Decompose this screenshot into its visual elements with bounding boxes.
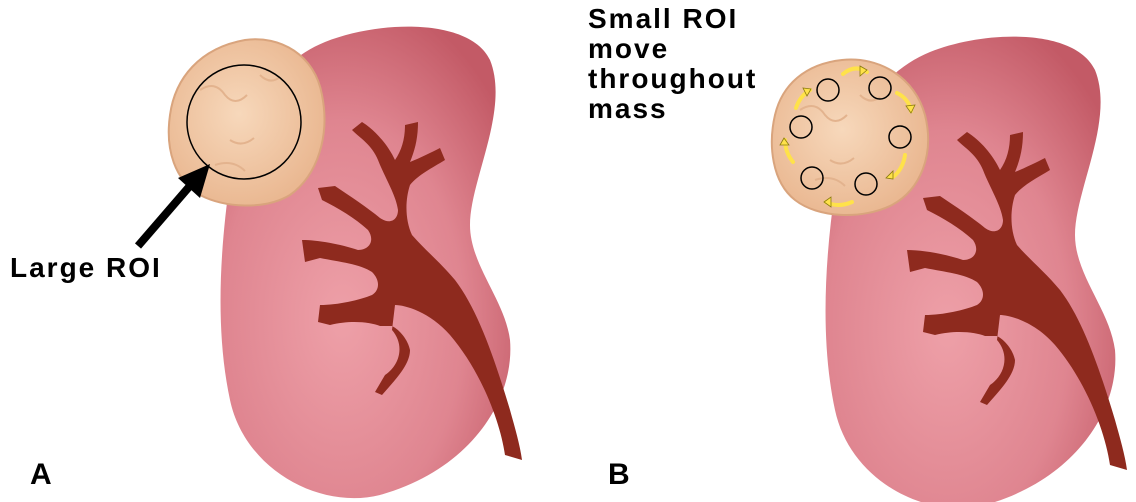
pointer-arrow [138, 164, 210, 246]
panel-a [138, 27, 522, 499]
small-roi-label: Small ROI move throughout mass [588, 4, 757, 124]
large-roi-label: Large ROI [10, 252, 162, 284]
small-roi-label-line: mass [588, 94, 757, 124]
small-roi-label-line: throughout [588, 64, 757, 94]
panel-label-a: A [30, 458, 52, 492]
panel-label-b: B [608, 458, 630, 492]
small-roi-label-line: Small ROI [588, 4, 757, 34]
small-roi-label-line: move [588, 34, 757, 64]
